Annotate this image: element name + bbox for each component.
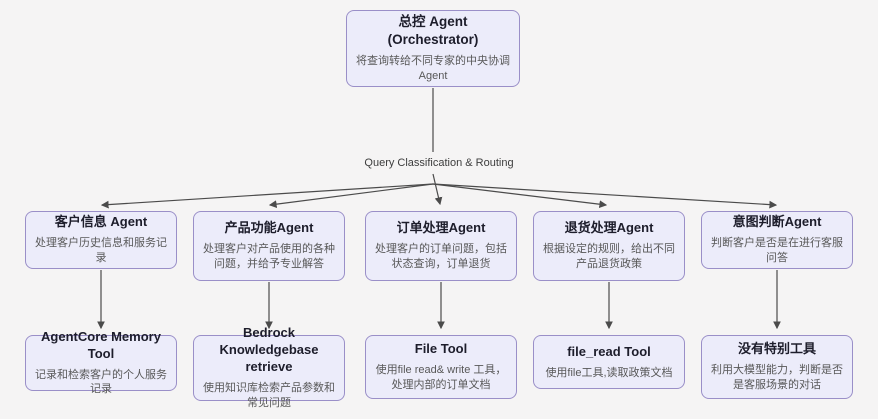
agent-title: 订单处理Agent: [396, 220, 486, 236]
agent-subtitle: 处理客户的订单问题，包括状态查询，订单退货: [375, 243, 507, 270]
tool-title: AgentCore Memory Tool: [41, 328, 161, 361]
agent-node-product-feature: 产品功能Agent 处理客户对产品使用的各种问题，并给予专业解答: [193, 211, 345, 281]
orchestrator-subtitle: 将查询转给不同专家的中央协调Agent: [356, 55, 510, 83]
agent-subtitle: 根据设定的规则，给出不同产品退货政策: [543, 243, 675, 270]
tool-title: Bedrock Knowledgebase retrieve: [219, 325, 319, 375]
edge-to-agent-4: [432, 183, 608, 209]
routing-edge-label: Query Classification & Routing: [364, 157, 514, 169]
edge-to-agent-3: [432, 173, 443, 206]
agent-subtitle: 处理客户历史信息和服务记录: [35, 237, 167, 264]
tool-subtitle: 使用知识库检索产品参数和常见问题: [203, 382, 335, 409]
orchestrator-title: 总控 Agent (Orchestrator): [387, 14, 479, 47]
agent-title: 产品功能Agent: [224, 220, 314, 236]
agent-title: 客户信息 Agent: [54, 214, 148, 230]
agent-subtitle: 判断客户是否是在进行客服问答: [711, 237, 843, 264]
tool-subtitle: 利用大模型能力，判断是否是客服场景的对话: [711, 364, 843, 391]
tool-title: 没有特别工具: [737, 341, 816, 357]
edge-to-agent-5: [432, 183, 778, 209]
agent-title: 退货处理Agent: [564, 220, 654, 236]
edge-to-agent-1: [100, 183, 434, 209]
agent-node-intent-detection: 意图判断Agent 判断客户是否是在进行客服问答: [701, 211, 853, 269]
edge-to-agent-2: [268, 183, 434, 209]
agent-title: 意图判断Agent: [732, 214, 822, 230]
agent-subtitle: 处理客户对产品使用的各种问题，并给予专业解答: [203, 243, 335, 270]
agent-node-order-processing: 订单处理Agent 处理客户的订单问题，包括状态查询，订单退货: [365, 211, 517, 281]
tool-node-no-special-tool: 没有特别工具 利用大模型能力，判断是否是客服场景的对话: [701, 335, 853, 399]
tool-title: File Tool: [414, 341, 468, 357]
agent-node-customer-info: 客户信息 Agent 处理客户历史信息和服务记录: [25, 211, 177, 269]
tool-node-agentcore-memory: AgentCore Memory Tool 记录和检索客户的个人服务记录: [25, 329, 177, 395]
tool-node-file-read-tool: file_read Tool 使用file工具,读取政策文档: [533, 335, 685, 389]
tool-node-file-tool: File Tool 使用file read& write 工具，处理内部的订单文…: [365, 335, 517, 399]
tool-subtitle: 使用file工具,读取政策文档: [545, 366, 673, 379]
tool-subtitle: 使用file read& write 工具，处理内部的订单文档: [375, 364, 507, 391]
tool-node-bedrock-kb-retrieve: Bedrock Knowledgebase retrieve 使用知识库检索产品…: [193, 325, 345, 409]
orchestrator-node: 总控 Agent (Orchestrator) 将查询转给不同专家的中央协调Ag…: [346, 10, 520, 87]
tool-title: file_read Tool: [567, 343, 651, 359]
tool-subtitle: 记录和检索客户的个人服务记录: [35, 368, 167, 396]
agent-node-return-processing: 退货处理Agent 根据设定的规则，给出不同产品退货政策: [533, 211, 685, 281]
